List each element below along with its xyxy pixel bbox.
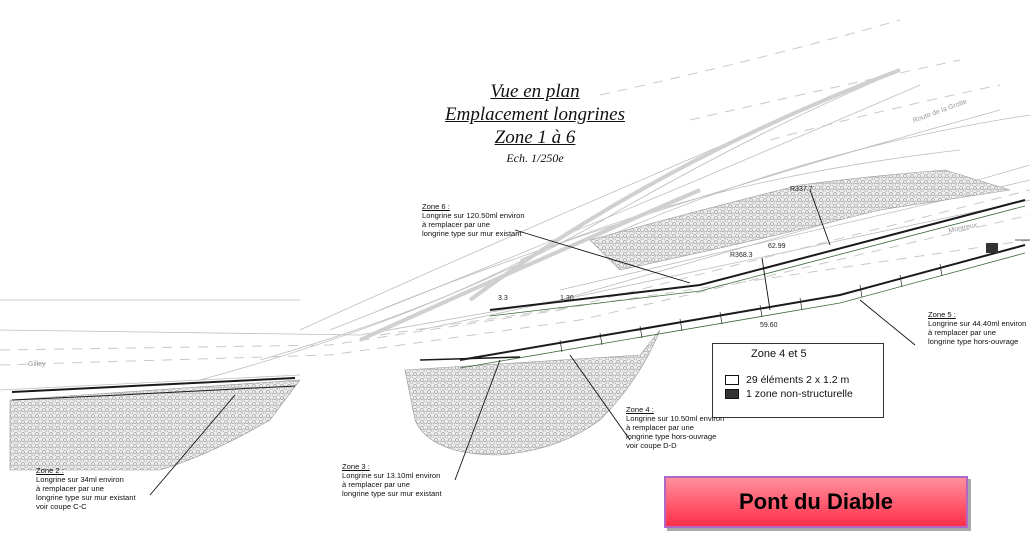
plan-title: Vue en plan Emplacement longrines Zone 1… [420,80,650,166]
note-zone4-line: à remplacer par une [626,423,694,432]
rock-area-left [9,379,301,471]
legend-title: Zone 4 et 5 [751,348,807,360]
longrine-zone6 [489,199,1026,311]
legend-item-elements: 29 éléments 2 x 1.2 m [725,374,849,386]
note-zone3-line: longrine type sur mur existant [342,489,442,498]
note-zone3-line: Longrine sur 13.10ml environ [342,471,441,480]
title-line-1: Vue en plan [490,81,580,102]
longrine-zone5 [459,244,1026,361]
rock-area-center [404,329,661,456]
note-zone4-line: voir coupe D-D [626,441,677,450]
legend-box: Zone 4 et 5 29 éléments 2 x 1.2 m 1 zone… [712,343,884,418]
note-zone5-line: à remplacer par une [928,328,996,337]
lane-markings [0,19,1031,366]
note-zone5: Zone 5 : Longrine sur 44.40ml environ à … [928,310,1026,346]
note-zone6-line: à remplacer par une [422,220,490,229]
dimension-label-2: 59.60 [760,322,778,329]
note-zone3-line: à remplacer par une [342,480,410,489]
longrine-zone2 [11,377,296,393]
title-scale: Ech. 1/250e [506,151,564,165]
rock-area-upper [589,169,1011,271]
non-structural-zone [986,243,998,253]
note-zone2-line: à remplacer par une [36,484,104,493]
note-zone5-line: Longrine sur 44.40ml environ [928,319,1027,328]
note-zone2-line: longrine type sur mur existant [36,493,136,502]
note-zone3-title: Zone 3 : [342,462,370,471]
gray-verge [359,68,901,342]
note-zone4-line: longrine type hors-ouvrage [626,432,717,441]
note-zone6-title: Zone 6 : [422,202,450,211]
title-line-3: Zone 1 à 6 [494,127,576,148]
note-zone6: Zone 6 : Longrine sur 120.50ml environ à… [422,202,525,238]
note-zone4-title: Zone 4 : [626,405,654,414]
terrain-lines [0,69,1031,391]
road-label-gilley: Gilley [28,361,46,368]
note-zone4: Zone 4 : Longrine sur 10.50ml environ à … [626,405,724,450]
dimension-label-4: 3.3 [498,295,508,302]
longrine-zone3 [419,356,521,361]
note-zone3: Zone 3 : Longrine sur 13.10ml environ à … [342,462,442,498]
legend-swatch-dark [725,389,739,399]
note-zone2: Zone 2 : Longrine sur 34ml environ à rem… [36,466,136,511]
note-zone2-title: Zone 2 : [36,466,64,475]
legend-item-label: 29 éléments 2 x 1.2 m [746,374,850,386]
radius-label-2: R368.3 [730,252,753,259]
dimension-label-3: 1.30 [560,295,574,302]
note-zone6-line: Longrine sur 120.50ml environ [422,211,525,220]
note-zone2-line: voir coupe C-C [36,502,87,511]
note-zone2-line: Longrine sur 34ml environ [36,475,124,484]
legend-item-non-structural: 1 zone non-structurelle [725,388,853,400]
note-zone5-title: Zone 5 : [928,310,956,319]
radius-label-1: R337.7 [790,186,813,193]
note-zone4-line: Longrine sur 10.50ml environ [626,414,725,423]
badge-label: Pont du Diable [739,489,893,514]
note-zone6-line: longrine type sur mur existant [422,229,522,238]
note-zone5-line: longrine type hors-ouvrage [928,337,1019,346]
leader-lines [149,189,916,496]
legend-item-label: 1 zone non-structurelle [746,388,853,400]
pont-du-diable-badge: Pont du Diable [664,476,968,528]
dimension-label-1: 62.99 [768,243,786,250]
title-line-2: Emplacement longrines [445,104,625,125]
legend-swatch-white [725,375,739,385]
longrines [11,199,1026,401]
element-ticks [559,263,943,353]
